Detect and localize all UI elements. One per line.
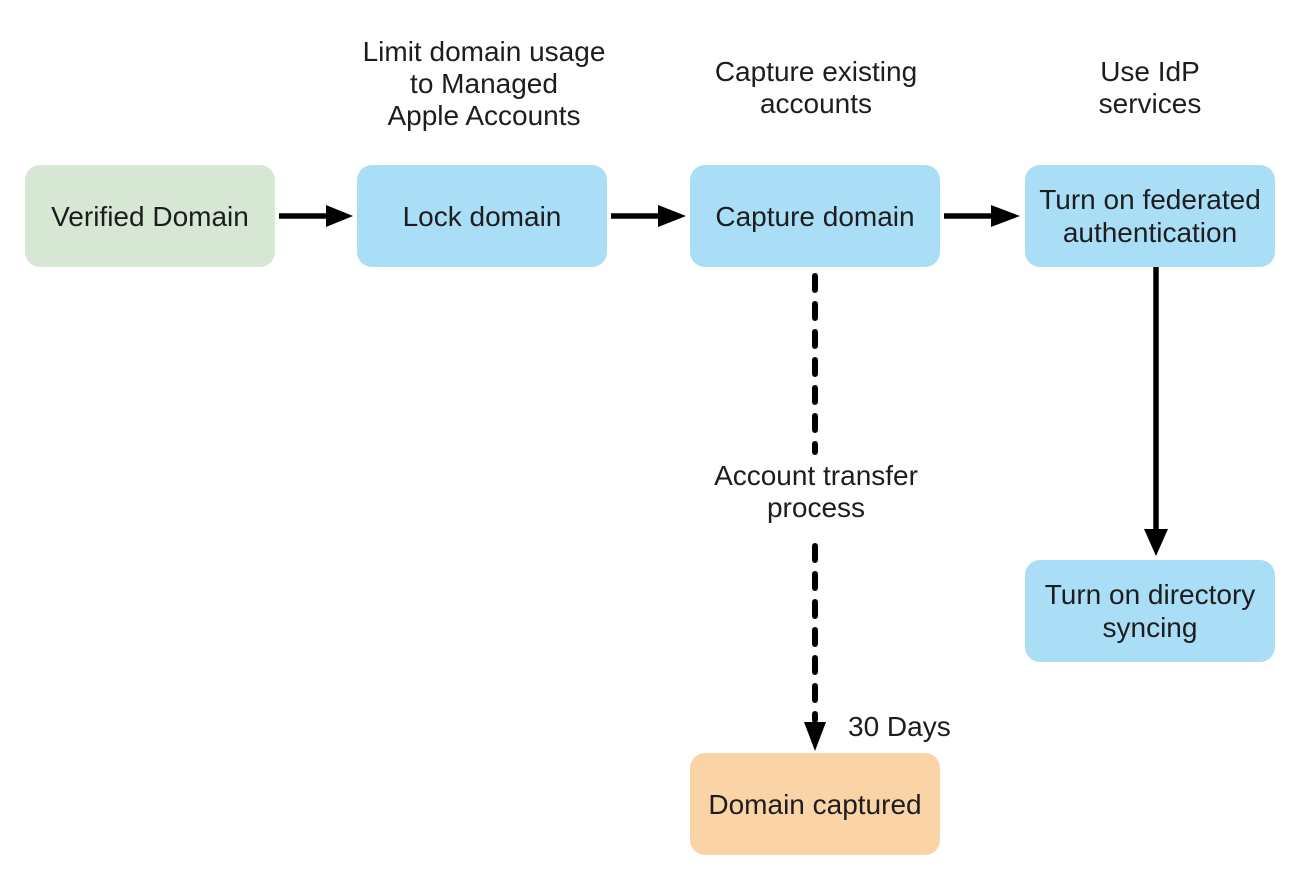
node-capture-domain: Capture domain [690, 165, 940, 267]
arrow-federated-to-directory-head [1144, 529, 1168, 556]
node-domain-captured-label: Domain captured [708, 788, 922, 820]
arrow-lock-to-capture-head [658, 205, 686, 227]
node-lock-domain: Lock domain [357, 165, 607, 267]
node-verified-domain-label: Verified Domain [51, 200, 249, 232]
node-turn-on-directory-syncing-label: Turn on directory syncing [1044, 579, 1256, 643]
node-turn-on-federated-authentication: Turn on federated authentication [1025, 165, 1275, 267]
node-domain-captured: Domain captured [690, 753, 940, 855]
annotation-use-idp-services: Use IdP services [1098, 56, 1202, 119]
annotation-account-transfer-process: Account transfer process [714, 460, 918, 523]
node-turn-on-federated-authentication-label: Turn on federated authentication [1039, 184, 1261, 248]
node-lock-domain-label: Lock domain [402, 200, 562, 232]
arrow-capture-to-federated-head [991, 205, 1020, 227]
arrow-verified-to-lock-head [326, 205, 353, 227]
annotation-limit-domain-usage: Limit domain usage to Managed Apple Acco… [362, 36, 606, 131]
node-capture-domain-label: Capture domain [715, 200, 915, 232]
node-verified-domain: Verified Domain [25, 165, 275, 267]
dashed-arrow-head [804, 722, 826, 751]
annotation-capture-existing-accounts: Capture existing accounts [714, 56, 918, 119]
annotation-thirty-days: 30 Days [848, 711, 951, 742]
node-turn-on-directory-syncing: Turn on directory syncing [1025, 560, 1275, 662]
